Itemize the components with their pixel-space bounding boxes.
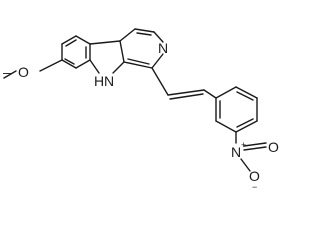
nitro-oxygen-lower-label: O — [249, 168, 260, 184]
bond-ar5-ar6 — [215, 120, 237, 133]
nitro-oxygen-upper-label: O — [268, 139, 279, 155]
bond-n9-c9a — [112, 61, 125, 74]
bond-c8-c7-inner — [64, 58, 75, 65]
bond-c6-c5-inner — [65, 39, 77, 47]
bond-c1-c9a-inner — [127, 58, 150, 65]
bond-c4-c3 — [134, 28, 155, 33]
bond-o-c7 — [39, 59, 63, 72]
bond-ar4-ar5-inner — [236, 118, 254, 128]
methoxy-oxygen-label: O — [18, 64, 29, 80]
bond-ar1-ar2 — [215, 86, 237, 99]
bond-nitro-o-upper-double — [243, 146, 267, 151]
bond-vinyl-aryl — [203, 89, 217, 99]
bond-c5-c4a — [75, 35, 91, 45]
bond-c6-c5 — [61, 35, 77, 45]
nitro-nitrogen-charge: + — [241, 140, 246, 150]
bond-nitro-o-upper — [243, 142, 267, 147]
bond-c1-c9a — [123, 61, 153, 69]
nitro-oxygen-charge: − — [252, 182, 257, 190]
bond-nitro-o-lower — [240, 158, 251, 172]
bond-lines — [3, 28, 267, 172]
pyridine-nitrogen-label: N — [158, 40, 168, 56]
methoxy-dash-label: – — [3, 64, 11, 80]
atom-labels: – O N N H N + O O − — [3, 40, 279, 190]
bond-vinyl-double — [167, 89, 205, 96]
bond-ar2-ar3-inner — [236, 91, 254, 101]
indole-hydrogen-label: H — [94, 73, 104, 89]
bond-n2-c1 — [151, 53, 164, 69]
bond-c4b-c4 — [119, 28, 136, 42]
bond-c1-vinyl — [151, 67, 169, 96]
bond-methyl-o — [3, 70, 17, 79]
indole-nitrogen-label: N — [104, 73, 114, 89]
molecule-structure-diagram: – O N N H N + O O − — [3, 28, 279, 190]
bond-vinyl-double-inner — [169, 93, 204, 100]
bond-c4b-c9a — [119, 40, 125, 63]
bond-c8-c7 — [61, 59, 77, 69]
bond-c8a-c8 — [75, 59, 91, 69]
bond-c8a-n9 — [89, 59, 100, 74]
bond-ar2-ar3 — [235, 86, 258, 99]
bond-c3-n2 — [153, 31, 164, 43]
bond-ar4-ar5 — [235, 120, 258, 133]
nitro-nitrogen-label: N — [231, 144, 241, 160]
bond-c4-c3-inner — [136, 32, 152, 36]
bond-c4a-c4b — [89, 40, 121, 45]
